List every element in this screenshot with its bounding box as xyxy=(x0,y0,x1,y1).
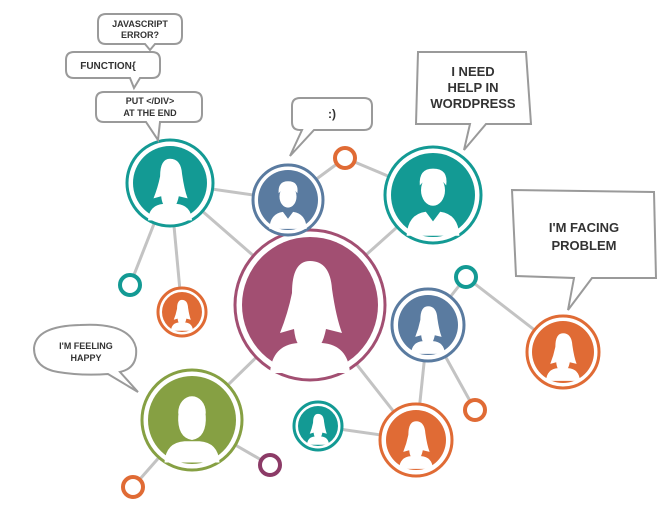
node-dot-orange xyxy=(333,146,357,170)
speech-bubble-feeling-happy: I'M FEELING HAPPY xyxy=(32,323,139,393)
speech-bubble-smiley: :) xyxy=(289,97,373,157)
node-dot-plum xyxy=(258,453,282,477)
bubble-text-line: HAPPY xyxy=(70,353,101,363)
node-dot-teal xyxy=(118,273,142,297)
person-top-middle xyxy=(251,163,325,237)
bubble-text-line: PROBLEM xyxy=(552,238,617,253)
node-dot-orange xyxy=(463,398,487,422)
bubble-text-line: ERROR? xyxy=(121,30,159,40)
bubble-text-line: HELP IN xyxy=(447,80,498,95)
speech-bubble-function: FUNCTION{ xyxy=(65,51,161,91)
node-dot-orange xyxy=(121,475,145,499)
bubble-text-line: PUT </DIV> xyxy=(126,96,175,106)
person-center xyxy=(233,228,387,382)
bubble-text-line: I'M FEELING xyxy=(59,341,113,351)
person-bottom-small xyxy=(292,400,344,452)
speech-bubble-wordpress: I NEED HELP IN WORDPRESS xyxy=(414,51,533,151)
person-bottom-right xyxy=(378,402,454,478)
person-right-middle xyxy=(390,287,466,363)
node-dot-teal xyxy=(454,265,478,289)
bubble-text-line: I'M FACING xyxy=(549,220,619,235)
speech-bubble-facing-problem: I'M FACING PROBLEM xyxy=(510,188,658,311)
bubble-text-line: I NEED xyxy=(451,64,494,79)
bubble-text-line: FUNCTION{ xyxy=(80,61,136,72)
bubble-text-line: JAVASCRIPT xyxy=(112,19,168,29)
person-bottom-left xyxy=(140,368,244,472)
person-far-right xyxy=(525,314,601,390)
small-nodes xyxy=(118,146,487,499)
person-left-small xyxy=(156,286,208,338)
bubble-text-line: AT THE END xyxy=(123,108,177,118)
person-top-right xyxy=(383,145,483,245)
person-top-left xyxy=(125,138,215,228)
bubble-text-line: WORDPRESS xyxy=(430,96,516,111)
speech-bubble-put-div: PUT </DIV> AT THE END xyxy=(95,91,203,143)
speech-bubble-js-error: JAVASCRIPT ERROR? xyxy=(97,13,183,52)
bubble-text-line: :) xyxy=(328,107,336,121)
